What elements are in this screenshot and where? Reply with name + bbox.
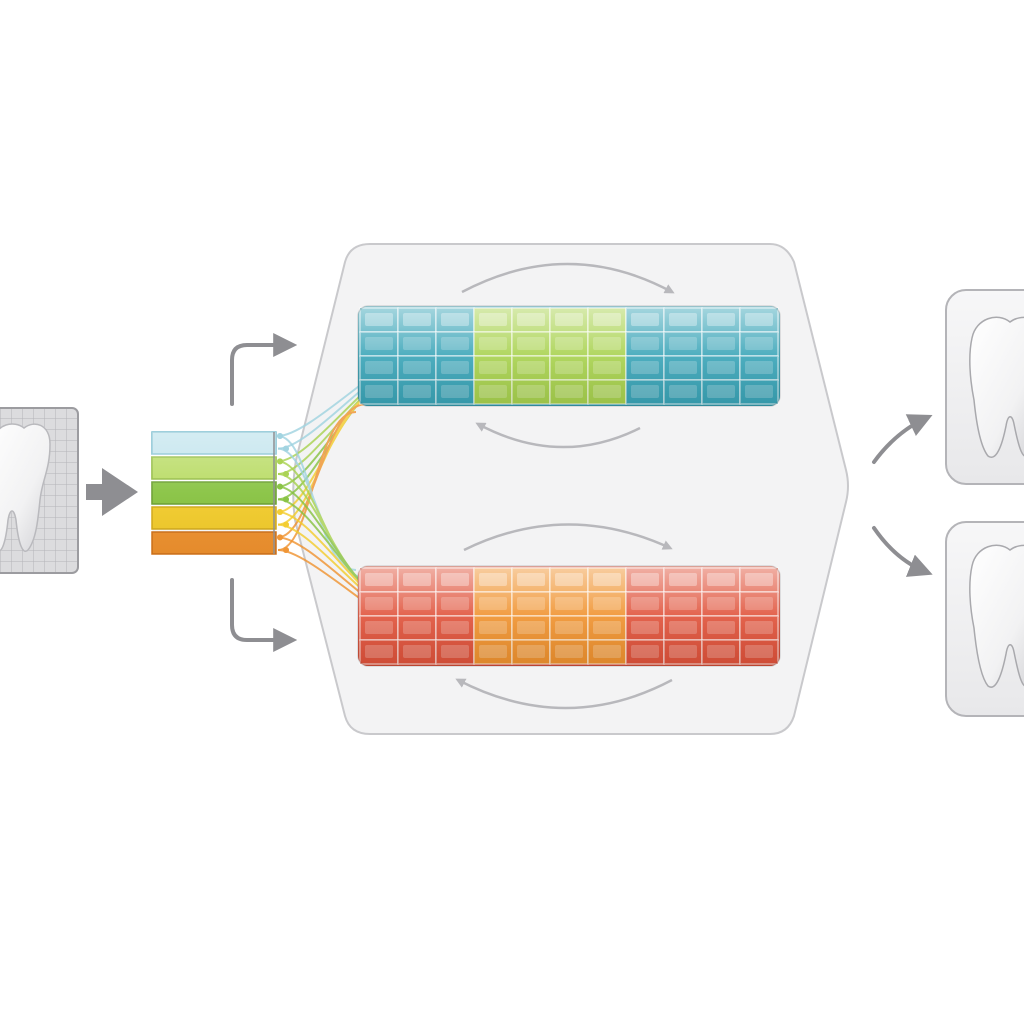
tooth-icon bbox=[969, 316, 1024, 458]
input-arrow bbox=[86, 468, 138, 516]
grid-block-cool bbox=[357, 305, 781, 407]
output-tooth-1-node bbox=[945, 289, 1024, 485]
fan-connector bbox=[277, 411, 357, 551]
grid-block-warm bbox=[357, 565, 781, 667]
tooth-icon bbox=[0, 423, 51, 553]
layer-loop-arrows bbox=[230, 333, 298, 652]
cycle-arrows bbox=[455, 262, 675, 710]
tooth-icon bbox=[969, 544, 1024, 688]
input-tooth-node bbox=[0, 407, 79, 574]
output-tooth-2-node bbox=[945, 521, 1024, 717]
stacked-layers-node bbox=[151, 431, 277, 555]
output-arrows bbox=[872, 414, 933, 577]
fan-connector bbox=[277, 403, 366, 539]
